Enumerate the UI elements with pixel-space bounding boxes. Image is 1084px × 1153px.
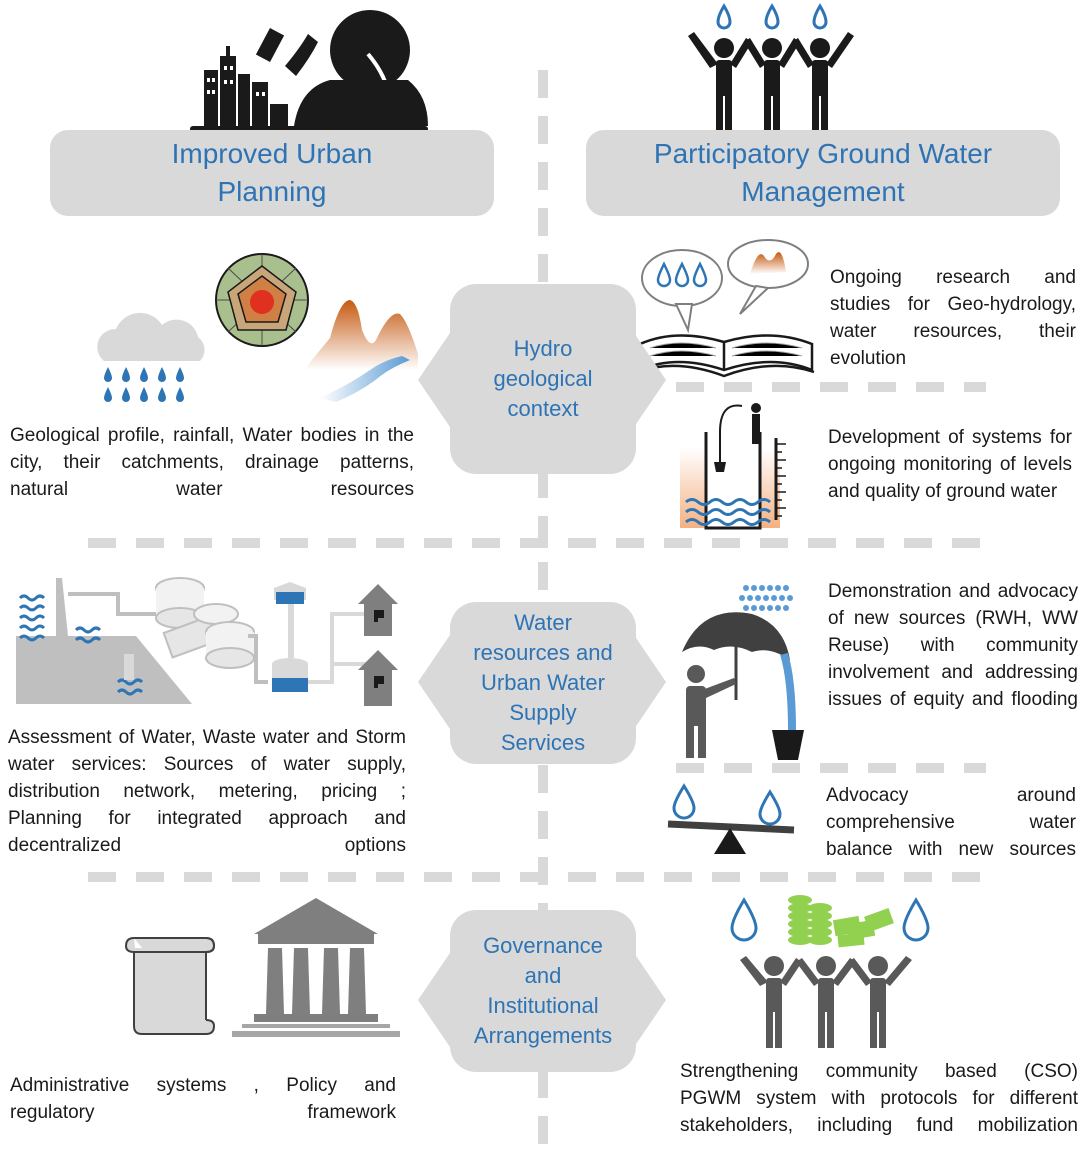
book-with-speech-bubbles-icon (637, 239, 815, 378)
earth-layers-icon (215, 253, 309, 347)
arrow-left-governance (418, 950, 452, 1050)
center-governance: Governance and Institutional Arrangement… (450, 910, 636, 1072)
seesaw-water-balance-icon (667, 783, 795, 854)
water-label: Water resources and Urban Water Supply S… (473, 610, 613, 755)
arrow-left-water (418, 632, 452, 732)
vertical-divider-mid1 (538, 470, 548, 605)
water-right-item-1: Demonstration and advocacy of new source… (828, 581, 1078, 710)
hydro-left-description: Geological profile, rainfall, Water bodi… (10, 425, 414, 500)
vertical-divider-top (538, 70, 548, 290)
person-with-umbrella-rwh-icon (682, 585, 804, 760)
header-improved-urban-planning: Improved Urban Planning (50, 130, 494, 216)
water-supply-infrastructure-icon (16, 577, 398, 706)
section-divider-2 (88, 872, 998, 882)
right-subdivider-2 (676, 763, 986, 773)
people-with-water-drops-icon (688, 3, 854, 130)
governance-label: Governance and Institutional Arrangement… (473, 933, 613, 1048)
vertical-divider-bottom (538, 1070, 548, 1150)
header-participatory-ground-water-management: Participatory Ground Water Management (586, 130, 1060, 216)
right-subdivider-1 (676, 382, 986, 392)
governance-right-item-1: Strengthening community based (CSO) PGWM… (680, 1061, 1078, 1136)
person-with-city-icon (190, 10, 428, 133)
governance-left-description: Administrative systems , Policy and regu… (10, 1075, 396, 1123)
water-right-item-2: Advocacy around comprehensive water bala… (826, 785, 1076, 860)
arrow-right-water (632, 632, 666, 732)
arrow-right-governance (632, 950, 666, 1050)
arrow-left-hydro (418, 330, 452, 430)
scroll-icon (124, 937, 216, 1035)
center-hydro-geological-context: Hydro geological context (450, 284, 636, 474)
well-monitoring-icon (680, 403, 786, 530)
section-divider-1 (88, 538, 998, 548)
government-building-icon (232, 898, 400, 1037)
community-with-money-icon (730, 895, 930, 1048)
arrow-right-hydro (632, 330, 666, 430)
hydro-right-item-2: Development of systems for ongoing monit… (828, 427, 1072, 502)
mountain-river-icon (304, 300, 418, 402)
center-water-resources: Water resources and Urban Water Supply S… (450, 602, 636, 764)
header-right-title: Participatory Ground Water Management (653, 138, 993, 207)
vertical-divider-mid2 (538, 765, 548, 910)
hydro-right-item-1: Ongoing research and studies for Geo-hyd… (830, 267, 1076, 369)
water-left-description: Assessment of Water, Waste water and Sto… (8, 727, 406, 856)
header-left-title: Improved Urban Planning (171, 138, 373, 207)
rain-cloud-icon (97, 312, 205, 402)
hydro-label: Hydro geological context (493, 336, 593, 421)
